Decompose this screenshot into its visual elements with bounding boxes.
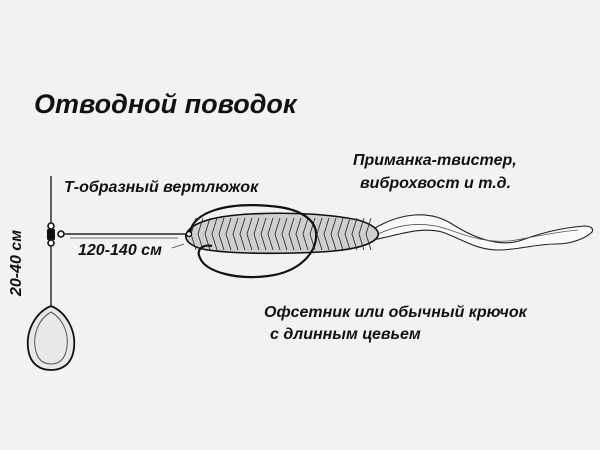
hook-label-line2: с длинным цевьем	[270, 326, 421, 343]
swivel-label: Т-образный вертлюжок	[64, 179, 259, 196]
lure-segment	[281, 217, 288, 251]
lure-segment	[211, 217, 218, 251]
leader-pointer	[171, 243, 185, 249]
lure-segment	[232, 217, 239, 251]
lure-segment	[288, 217, 295, 251]
offset-hook	[185, 204, 318, 279]
lure-segment	[197, 217, 204, 251]
lure-segment	[351, 217, 358, 251]
lure-segment	[260, 217, 267, 251]
twister-tail	[371, 214, 594, 251]
lure-segment	[365, 217, 372, 251]
lure-segment	[267, 217, 274, 251]
lure-segment	[323, 217, 330, 251]
lure-segment	[274, 217, 281, 251]
lure-segment	[337, 217, 344, 251]
lure-label-line2: виброхвост и т.д.	[360, 175, 512, 192]
weight-length-label: 20-40 см	[8, 229, 25, 297]
lure-segment	[246, 217, 253, 251]
lure-segment	[344, 217, 351, 251]
hook-label-line1: Офсетник или обычный крючок	[264, 304, 527, 321]
lure-segment	[295, 217, 302, 251]
lure-label-line1: Приманка-твистер,	[353, 152, 517, 169]
lure-segment	[302, 217, 309, 251]
lure-segment	[253, 217, 260, 251]
diagram-title: Отводной поводок	[34, 89, 297, 119]
lure-segment	[330, 217, 337, 251]
lure-segment	[218, 217, 225, 251]
lure-segment	[358, 217, 365, 251]
t-swivel	[47, 222, 65, 247]
lure-segment	[239, 217, 246, 251]
sinker	[26, 305, 76, 371]
leader-length-label: 120-140 см	[78, 242, 162, 259]
lure-segment	[225, 217, 232, 251]
lure-body	[184, 212, 380, 255]
